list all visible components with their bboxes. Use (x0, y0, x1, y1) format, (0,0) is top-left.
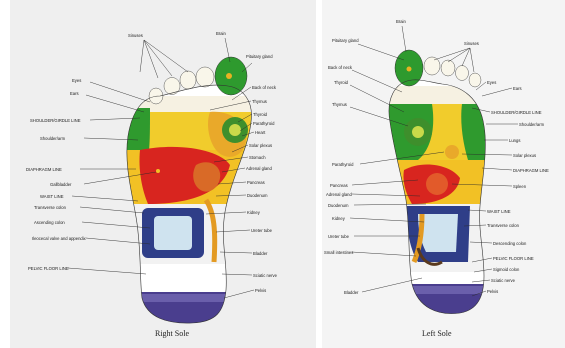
label-shoulder-arm: Shoulder/arm (519, 122, 545, 127)
label-small-intestines: Small intestines (324, 250, 353, 255)
label-pelvis: Pelvis (255, 288, 266, 293)
label-spleen: Spleen (513, 184, 527, 189)
label-ears: Ears (513, 86, 522, 91)
label-back-of-neck: Back of neck (252, 85, 277, 90)
label-heart: Heart (255, 130, 266, 135)
label-thymus: Thymus (332, 102, 347, 107)
label-shoulder-line: SHOULDER/GIRDLE LINE (30, 118, 81, 123)
label-shoulder-line: SHOULDER/GIRDLE LINE (491, 110, 542, 115)
label-sciatic: Sciatic nerve (253, 273, 278, 278)
label-eyes: Eyes (72, 78, 81, 83)
label-sinuses: Sinuses (464, 41, 479, 46)
label-ascending: Ascending colon (34, 220, 65, 225)
left-sole-diagram: Brain Pituitary gland Sinuses Back of ne… (322, 0, 565, 348)
label-brain: Brain (216, 31, 226, 36)
label-solar-plexus: Solar plexus (249, 143, 272, 148)
label-parathyroid: Parathyroid (253, 121, 275, 126)
label-pelvis: Pelvis (487, 289, 498, 294)
label-kidney: Kidney (247, 210, 261, 215)
label-pituitary: Pituitary gland (332, 38, 359, 43)
label-duodenum: Duodenum (247, 193, 268, 198)
label-pituitary: Pituitary gland (246, 54, 273, 59)
label-sigmoid: Sigmoid colon (493, 267, 520, 272)
label-duodenum: Duodenum (328, 203, 349, 208)
label-parathyroid: Parathyroid (332, 162, 354, 167)
label-solar-plexus: Solar plexus (513, 153, 536, 158)
label-bladder: Bladder (344, 290, 359, 295)
label-diaphragm: DIAPHRAGM LINE (26, 167, 62, 172)
label-stomach: Stomach (249, 155, 266, 160)
label-gallbladder: Gallbladder (50, 182, 72, 187)
label-eyes: Eyes (487, 80, 496, 85)
label-transverse: Transverse colon (34, 205, 67, 210)
left-sole-caption: Left Sole (422, 329, 452, 338)
left-sole-sheet: Brain Pituitary gland Sinuses Back of ne… (322, 0, 565, 348)
label-bladder: Bladder (253, 251, 268, 256)
label-transverse: Transverse colon (487, 223, 520, 228)
label-pelvic: PELVIC FLOOR LINE (28, 266, 69, 271)
label-pancreas: Pancreas (247, 180, 265, 185)
label-thyroid: Thyroid (334, 80, 349, 85)
right-sole-caption: Right Sole (155, 329, 189, 338)
label-ears: Ears (70, 91, 79, 96)
label-thyroid: Thyroid (253, 112, 268, 117)
label-thymus: Thymus (252, 99, 267, 104)
label-shoulder-arm: Shoulder/arm (40, 136, 66, 141)
label-diaphragm: DIAPHRAGM LINE (513, 168, 549, 173)
label-ureter: Ureter tube (251, 228, 273, 233)
label-pancreas: Pancreas (330, 183, 348, 188)
label-brain: Brain (396, 19, 406, 24)
label-sinuses: Sinuses (128, 33, 143, 38)
label-adrenal: Adrenal gland (326, 192, 353, 197)
label-ureter: Ureter tube (328, 234, 350, 239)
label-ileocecal: Ileocecal valve and appendix (32, 236, 87, 241)
label-adrenal: Adrenal gland (246, 166, 273, 171)
label-kidney: Kidney (332, 216, 346, 221)
label-sciatic: Sciatic nerve (491, 278, 516, 283)
label-descending: Descending colon (493, 241, 527, 246)
right-sole-diagram: Sinuses Brain Pituitary gland Eyes Ears … (10, 0, 316, 348)
label-lungs: Lungs (509, 138, 520, 143)
label-back-of-neck: Back of neck (328, 65, 353, 70)
label-waist: WAIST LINE (487, 209, 511, 214)
right-sole-sheet: Sinuses Brain Pituitary gland Eyes Ears … (10, 0, 316, 348)
label-pelvic: PELVIC FLOOR LINE (493, 256, 534, 261)
label-waist: WAIST LINE (40, 194, 64, 199)
